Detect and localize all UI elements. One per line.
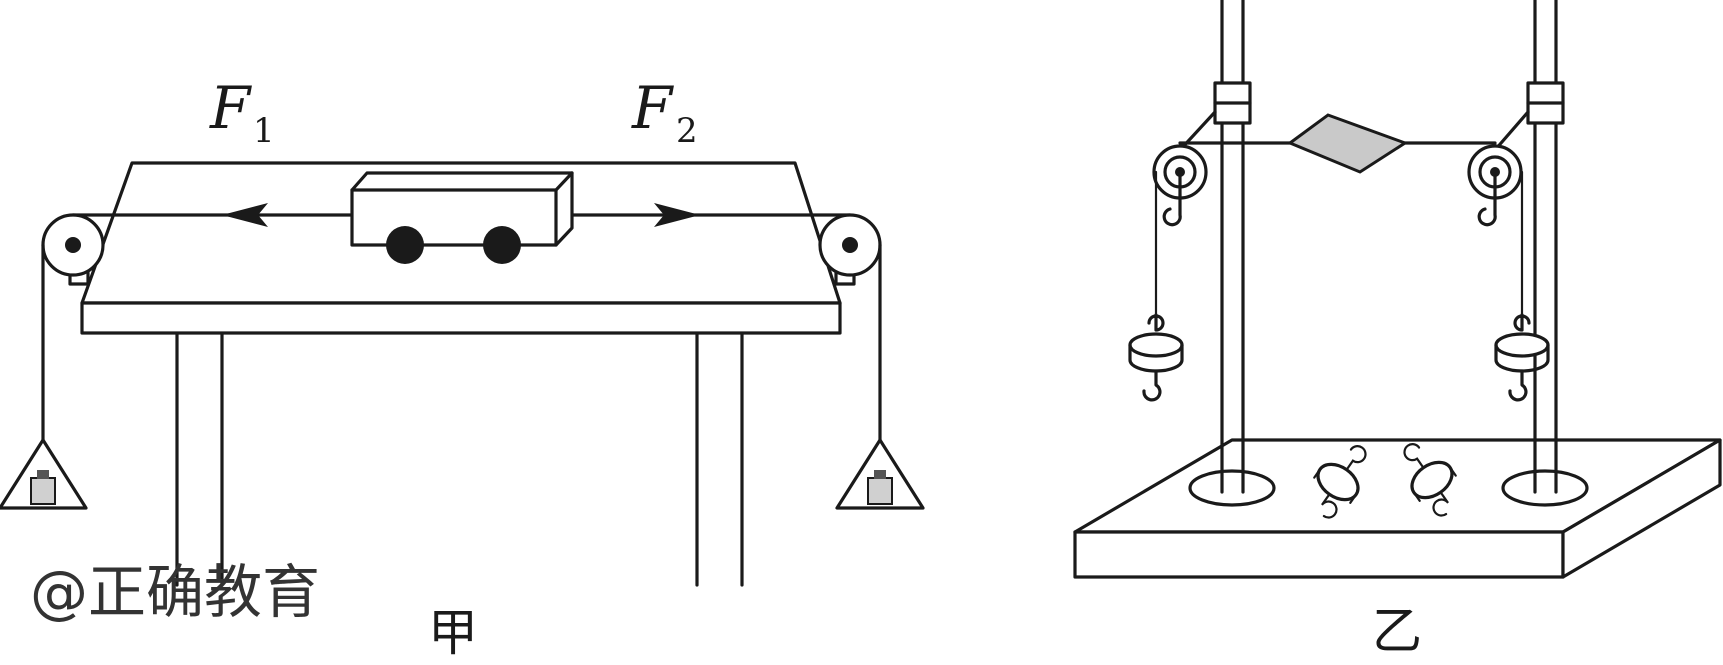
left-rod [1220,0,1245,494]
cart-wheel-right [483,226,521,264]
left-clamp [1213,81,1252,125]
spring-scale-on-board-right [1403,443,1457,517]
right-pulley-arm [1493,110,1530,152]
left-pulley [41,213,105,277]
force-f2-label: F [631,74,674,142]
force-f2-arrow [654,203,700,227]
base-board [1073,438,1722,579]
cart [350,171,574,264]
left-hanging-spring-scale [1128,313,1184,402]
right-pulley-b [1467,144,1523,227]
watermark: @正确教育 [30,558,320,626]
figure-a: F 1 F 2 甲 [0,74,925,662]
left-weight-hanger [0,438,88,510]
left-pulley-b [1152,144,1208,227]
left-rod-hole [1188,469,1276,507]
right-rod-hole [1501,469,1589,507]
spring-scale-on-board-left [1313,445,1367,519]
force-f1-arrow [222,203,268,227]
cardboard-plate [1286,113,1409,174]
force-f2-subscript: 2 [676,111,698,151]
figure-b: 乙 [1073,0,1722,660]
force-f1-subscript: 1 [253,111,275,151]
figure-b-caption: 乙 [1372,602,1422,660]
cart-wheel-left [386,226,424,264]
right-pulley [818,213,882,277]
force-f1-label: F [209,74,252,142]
figure-a-caption: 甲 [428,604,478,662]
right-clamp [1526,81,1565,125]
right-hanging-spring-scale [1494,313,1550,402]
right-rod [1533,0,1558,494]
right-weight-hanger [835,438,925,510]
table-legs [175,331,744,587]
